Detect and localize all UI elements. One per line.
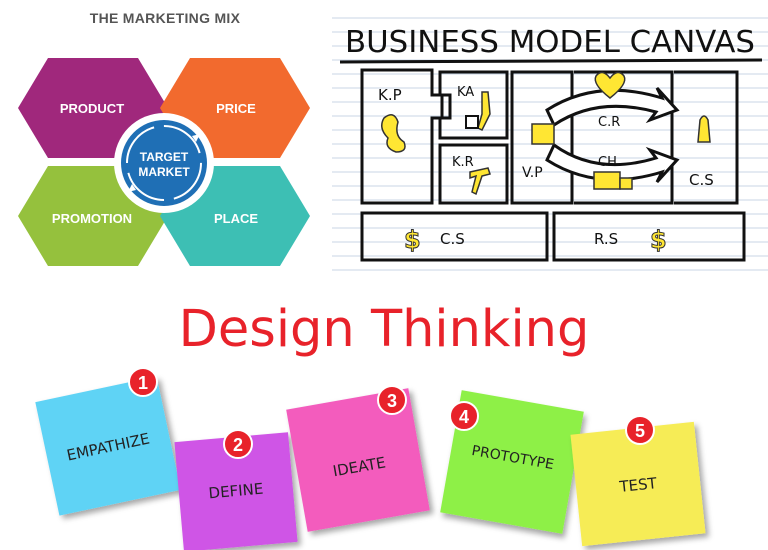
sticky-note [570,421,706,547]
product-label: PRODUCT [60,101,124,116]
step-label: TEST [618,474,659,496]
cycle-arrowhead-icon [128,184,136,192]
step-prototype: PROTOTYPE [440,390,584,534]
design-thinking-title: Design Thinking [178,300,590,359]
truck-cab-icon [619,177,633,190]
customer-segments-label: C.S [689,171,714,189]
highlight-icons [381,71,711,196]
step-empathize: EMPATHIZE [35,376,181,516]
key-resources-label: K.R [452,155,474,170]
key-partners-label: K.P [378,86,402,104]
price-label: PRICE [216,101,256,116]
step-badge-4: 4 [449,401,479,431]
value-prop-label: V.P [522,165,543,181]
key-activities-label: KA [457,85,474,100]
cycle-arrow-ring [126,125,202,201]
step-badge-2: 2 [223,429,253,459]
relationship-arrow-icon [545,86,680,128]
target-market-line2: MARKET [138,165,190,179]
gift-icon [531,123,555,145]
design-thinking-steps: EMPATHIZE 1 DEFINE 2 IDEATE 3 PROTOTYPE … [35,367,706,550]
bmc-title: BUSINESS MODEL CANVAS [345,25,755,60]
bag-icon [465,115,479,129]
truck-icon [593,171,621,190]
cycle-arrowhead-icon [192,134,200,142]
step-badge-5: 5 [625,415,655,445]
marketing-mix-title: THE MARKETING MIX [89,10,241,26]
step-label: DEFINE [208,480,264,503]
target-market-circle [121,120,207,206]
revenue-streams-label: R.S [594,230,618,248]
dollar-icon: $ [650,226,667,254]
sticky-note [174,432,298,550]
place-label: PLACE [214,211,258,226]
target-market-line1: TARGET [140,150,189,164]
badge-number: 2 [233,435,243,455]
business-model-canvas: BUSINESS MODEL CANVAS [332,0,768,278]
title-underline [339,58,763,64]
marketing-mix-diagram: PRODUCT PRICE PROMOTION PLACE TARGET MAR… [18,58,310,266]
badge-number: 3 [387,391,397,411]
heart-icon [594,71,626,99]
step-badge-3: 3 [377,385,407,415]
canvas-frames [360,68,746,262]
badge-number: 4 [459,407,469,427]
person-icon [697,115,711,143]
channels-label: CH [598,155,617,170]
chain-link-icon [381,114,406,153]
sticky-note [35,376,181,516]
sticky-note [286,388,430,532]
customer-relations-label: C.R [598,115,620,130]
worker-icon [477,91,491,132]
badge-number: 1 [138,373,148,393]
cost-structure-label: C.S [440,230,465,248]
step-define: DEFINE [174,432,298,550]
sticky-note [440,390,584,534]
step-badge-1: 1 [128,367,158,397]
promotion-label: PROMOTION [52,211,132,226]
badge-number: 5 [635,421,645,441]
business-model-canvas-sketch: BUSINESS MODEL CANVAS [332,17,768,271]
step-test: TEST [570,421,706,547]
dollar-icon: $ [404,226,421,254]
channel-arrow-icon [545,142,680,184]
hammer-icon [469,167,491,196]
step-ideate: IDEATE [286,388,430,532]
